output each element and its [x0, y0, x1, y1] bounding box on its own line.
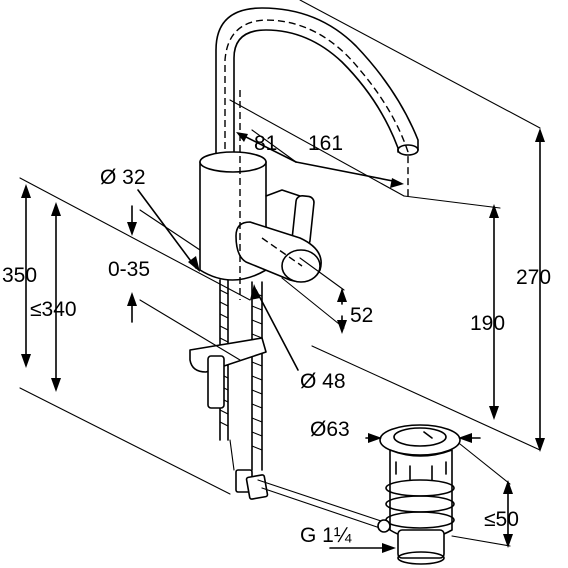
label-161: 161: [308, 132, 343, 155]
label-190: 190: [470, 312, 505, 335]
waste-valve: [377, 424, 461, 565]
label-350: 350: [2, 264, 37, 287]
label-waste-diameter: Ø63: [310, 418, 350, 441]
waste-outlet: [397, 529, 445, 559]
label-body-diameter: Ø 32: [100, 166, 146, 189]
pop-up-rod: [257, 479, 385, 523]
label-340: ≤340: [30, 298, 77, 321]
dimension-lines: [19, 0, 545, 553]
label-base-diameter: Ø 48: [300, 370, 346, 393]
faucet: [189, 7, 419, 531]
label-clamp-range: 0-35: [108, 258, 150, 281]
label-waste-height: ≤50: [484, 508, 519, 531]
label-waste-thread: G 1¼: [300, 524, 352, 547]
label-270: 270: [516, 266, 551, 289]
dimension-labels: 81 161 Ø 32 350 0-35 ≤340 52 Ø 48 190 27…: [2, 132, 551, 547]
waste-cap: [379, 424, 461, 456]
label-81: 81: [254, 132, 277, 155]
spout: [215, 7, 419, 159]
label-52: 52: [350, 304, 373, 327]
spout-outlet: [397, 144, 419, 156]
